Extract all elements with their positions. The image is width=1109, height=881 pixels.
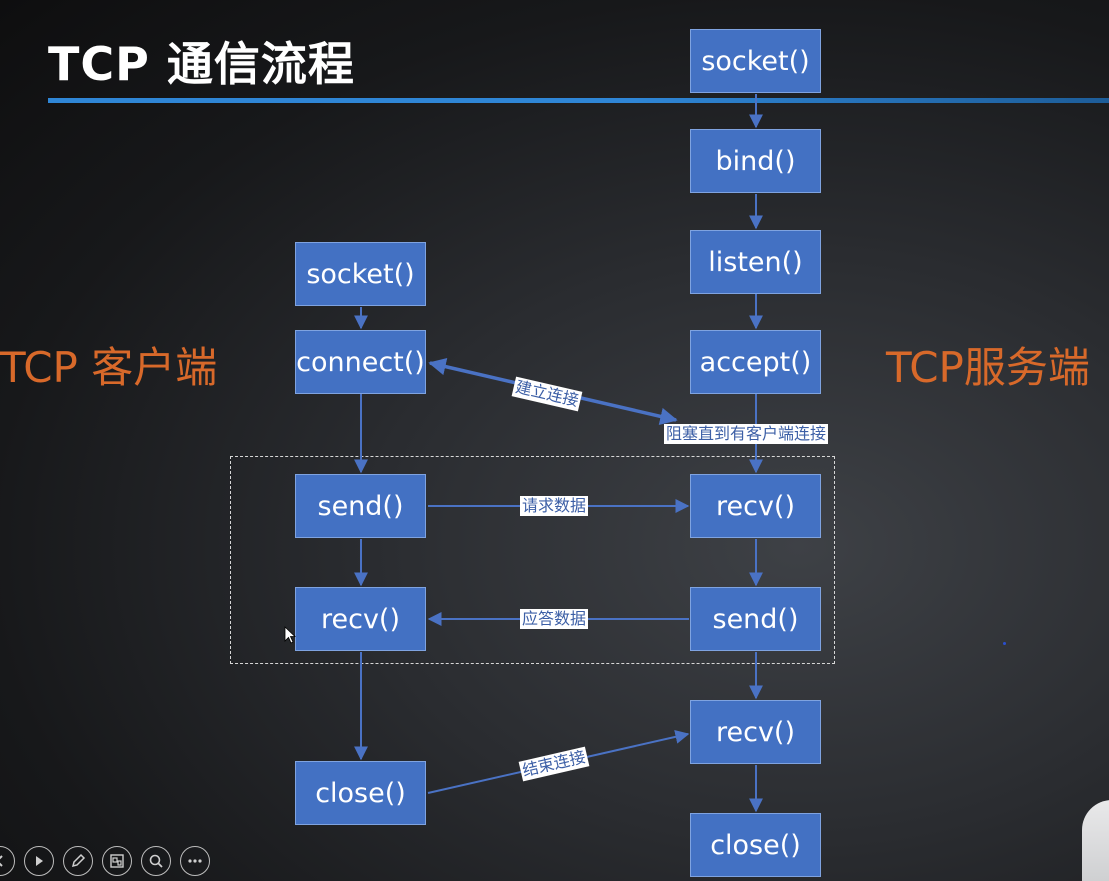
mouse-cursor-icon — [284, 626, 296, 644]
server-accept-box: accept() — [690, 330, 821, 394]
server-label: TCP服务端 — [886, 343, 1090, 392]
server-bind-box: bind() — [690, 129, 821, 193]
slide-title: TCP 通信流程 — [48, 37, 355, 91]
slides-icon[interactable] — [102, 846, 132, 876]
edge-label-block-note: 阻塞直到有客户端连接 — [664, 424, 829, 444]
client-recv-box: recv() — [295, 587, 426, 651]
play-icon[interactable] — [24, 846, 54, 876]
edge-label-request: 请求数据 — [520, 496, 589, 516]
server-recv-box: recv() — [690, 474, 821, 538]
client-socket-box: socket() — [295, 242, 426, 306]
more-icon[interactable] — [180, 846, 210, 876]
presenter-silhouette — [1082, 800, 1109, 881]
server-recv2-box: recv() — [690, 700, 821, 764]
client-label: TCP 客户端 — [0, 343, 218, 392]
pen-icon[interactable] — [63, 846, 93, 876]
title-divider — [48, 98, 1109, 103]
server-close-box: close() — [690, 813, 821, 877]
pointer-dot — [1003, 642, 1006, 645]
zoom-icon[interactable] — [141, 846, 171, 876]
client-close-box: close() — [295, 761, 426, 825]
edge-label-response: 应答数据 — [520, 609, 589, 629]
back-icon[interactable] — [0, 846, 15, 876]
server-listen-box: listen() — [690, 230, 821, 294]
client-connect-box: connect() — [295, 330, 426, 394]
slideshow-toolbar — [0, 844, 210, 878]
server-send-box: send() — [690, 587, 821, 651]
server-socket-box: socket() — [690, 29, 821, 93]
data-exchange-region — [230, 456, 835, 664]
client-send-box: send() — [295, 474, 426, 538]
